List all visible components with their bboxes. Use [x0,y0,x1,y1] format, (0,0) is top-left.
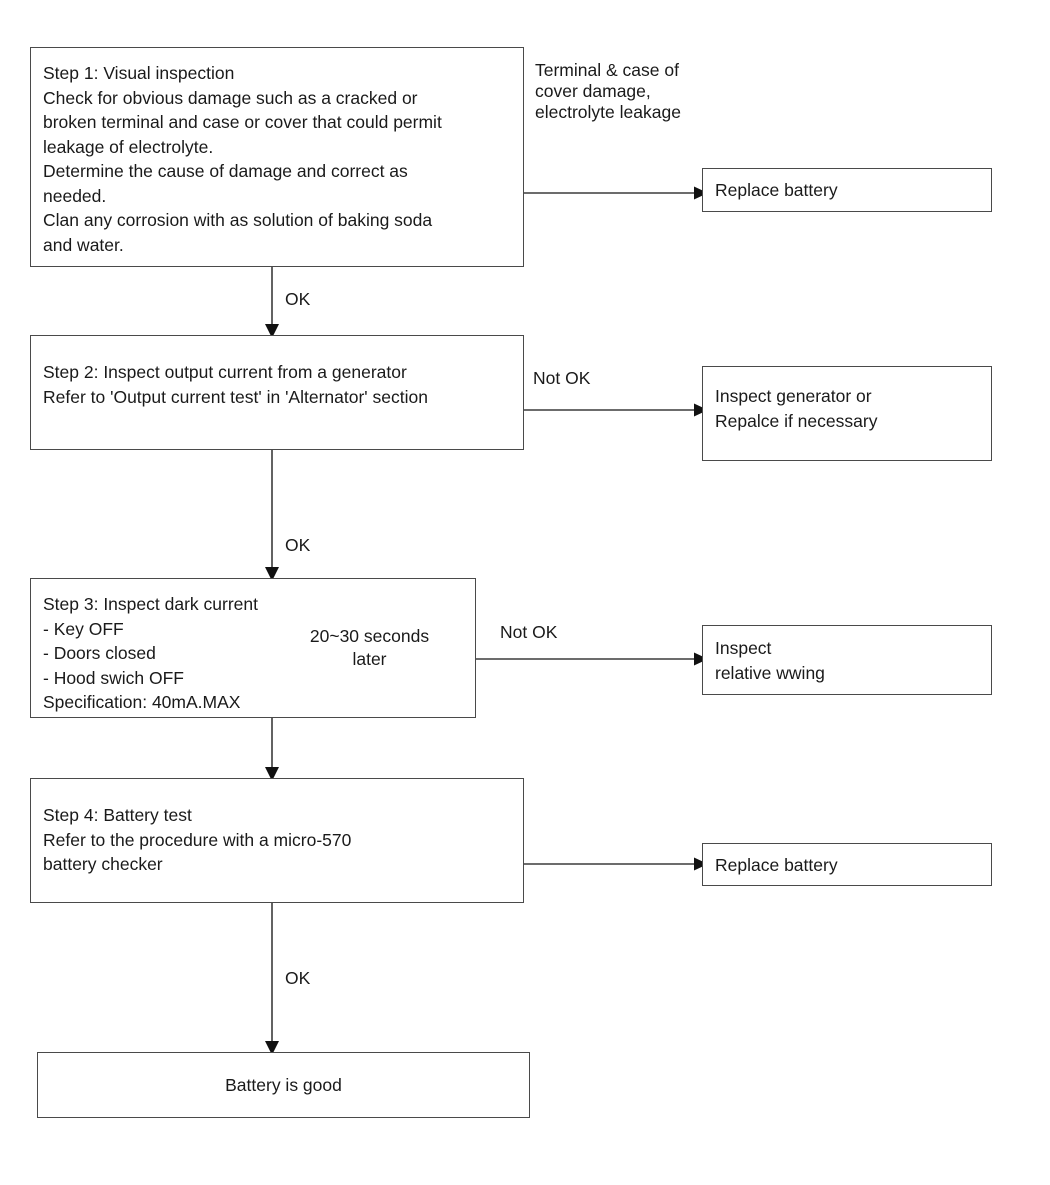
node-result4-replace-battery[interactable]: Replace battery [702,843,992,886]
annotation-dark-current-timing: 20~30 seconds later [309,626,430,669]
node-step3[interactable]: Step 3: Inspect dark current - Key OFF -… [30,578,476,718]
node-step2[interactable]: Step 2: Inspect output current from a ge… [30,335,524,450]
edge-label-step1-branch: Terminal & case of cover damage, electro… [535,60,681,122]
node-final-text: Battery is good [225,1075,342,1095]
node-result4-text: Replace battery [715,855,838,875]
node-result3-text: Inspect relative wwing [715,638,825,683]
node-result2-text: Inspect generator or Repalce if necessar… [715,386,878,431]
node-result1-text: Replace battery [715,180,838,200]
node-step4-text: Step 4: Battery test Refer to the proced… [43,805,352,874]
edge-label-step2-branch: Not OK [533,368,591,388]
node-result3-inspect-wiring[interactable]: Inspect relative wwing [702,625,992,695]
node-result1-replace-battery[interactable]: Replace battery [702,168,992,212]
node-step4[interactable]: Step 4: Battery test Refer to the proced… [30,778,524,903]
edge-label-step4-ok: OK [285,968,311,988]
node-step1-text: Step 1: Visual inspection Check for obvi… [43,63,442,255]
edge-label-step2-ok: OK [285,535,311,555]
node-step2-text: Step 2: Inspect output current from a ge… [43,362,428,407]
node-step3-text: Step 3: Inspect dark current - Key OFF -… [43,594,258,712]
edge-label-step1-ok: OK [285,289,311,309]
node-step1[interactable]: Step 1: Visual inspection Check for obvi… [30,47,524,267]
node-result2-inspect-generator[interactable]: Inspect generator or Repalce if necessar… [702,366,992,461]
node-final-battery-good[interactable]: Battery is good [37,1052,530,1118]
edge-label-step3-branch: Not OK [500,622,558,642]
